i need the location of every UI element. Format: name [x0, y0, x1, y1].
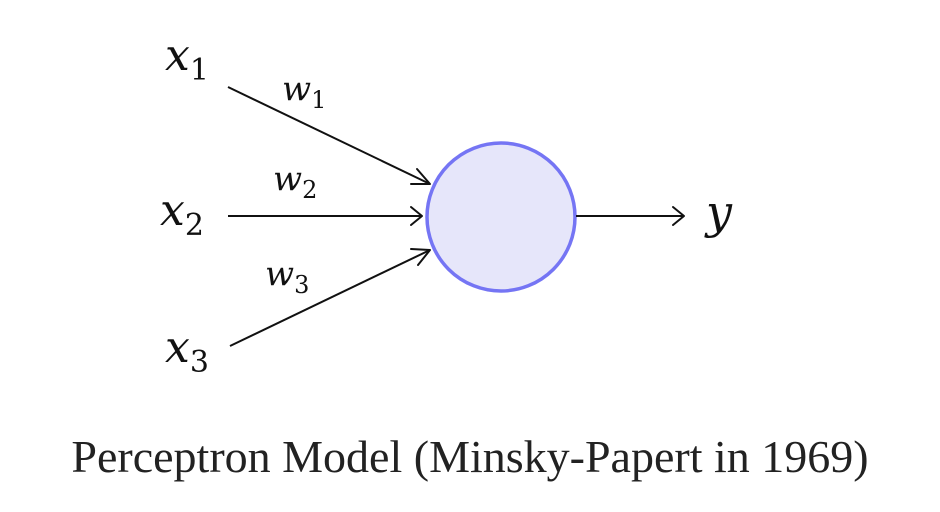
neuron-node	[425, 141, 577, 293]
input-label-x3: x3	[165, 322, 209, 380]
input-subscript: 2	[185, 208, 204, 243]
input-symbol: x	[165, 322, 190, 373]
arrowhead-x3	[410, 248, 431, 266]
weight-symbol: w	[273, 159, 302, 199]
weight-label-w3: w3	[265, 254, 309, 299]
edge-x1-to-neuron	[227, 86, 431, 185]
weight-label-w1: w1	[282, 69, 326, 114]
output-label-y: y	[704, 185, 733, 239]
arrowhead-x1	[410, 168, 431, 185]
diagram-caption: Perceptron Model (Minsky-Papert in 1969)	[71, 431, 868, 482]
weight-subscript: 3	[294, 271, 309, 299]
weight-symbol: w	[282, 69, 311, 109]
input-subscript: 3	[190, 345, 209, 380]
arrowhead-output	[672, 206, 685, 226]
weight-subscript: 1	[311, 86, 326, 114]
weight-symbol: w	[265, 254, 294, 294]
edge-x3-to-neuron	[229, 249, 431, 347]
input-subscript: 1	[190, 53, 209, 88]
input-label-x2: x2	[160, 185, 204, 243]
weight-label-w2: w2	[273, 159, 317, 204]
input-symbol: x	[160, 185, 185, 236]
arrowhead-x2	[410, 206, 423, 226]
input-symbol: x	[165, 30, 190, 81]
input-label-x1: x1	[165, 30, 209, 88]
weight-subscript: 2	[302, 176, 317, 204]
